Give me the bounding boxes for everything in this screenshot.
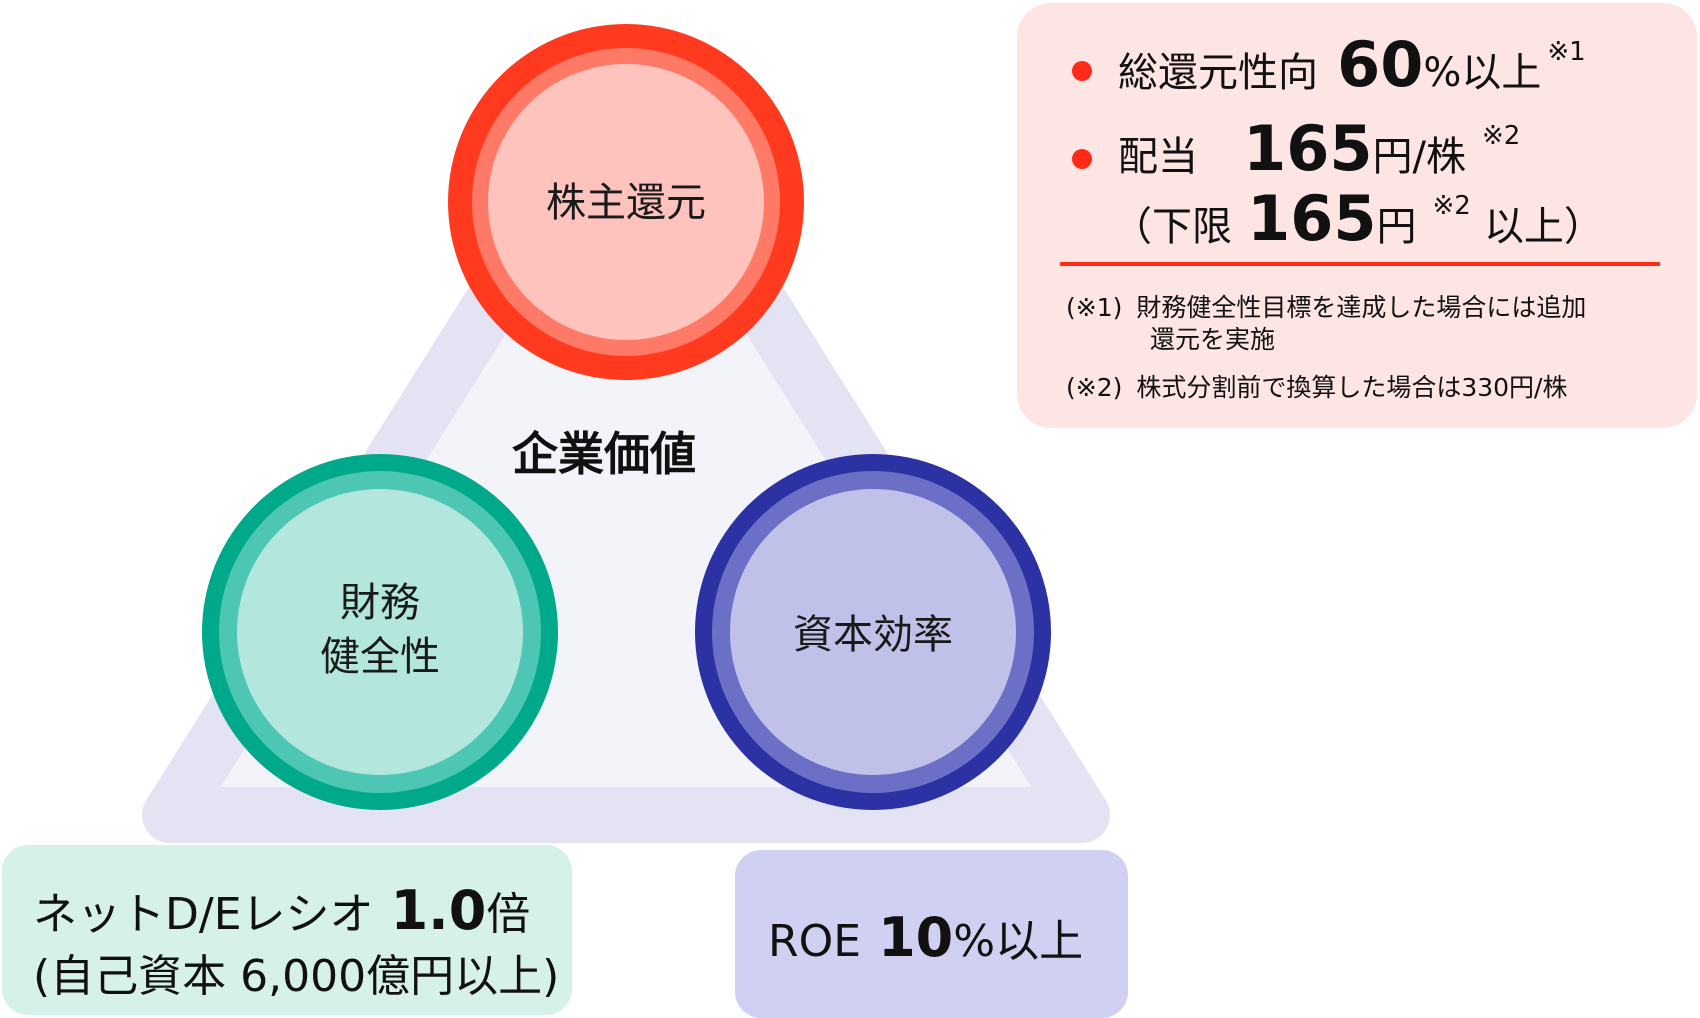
- shareholder-return-policy-box: [1017, 3, 1697, 428]
- footnote-1: (※1) 財務健全性目標を達成した場合には追加: [1066, 293, 1587, 322]
- capital-efficiency-label: 資本効率: [793, 612, 953, 658]
- roe-target-line: ROE 10%以上: [768, 906, 1084, 969]
- net-de-ratio-line: ネットD/Eレシオ 1.0倍: [33, 879, 531, 942]
- shareholder-return-label: 株主還元: [546, 180, 706, 226]
- financial-health-circle: [202, 454, 558, 810]
- capital-efficiency-circle: [695, 454, 1051, 810]
- capital-efficiency-target-box: [735, 850, 1128, 1018]
- financial-health-label: 財務 健全性: [320, 580, 440, 680]
- financial-health-target-box: [2, 845, 572, 1015]
- dividend-line: 配当 165円/株※2: [1118, 112, 1521, 185]
- shareholder-return-circle: [448, 24, 804, 380]
- dividend-floor-line: （下限 165円※2 以上）: [1112, 182, 1604, 255]
- footnote-2: (※2) 株式分割前で換算した場合は330円/株: [1066, 373, 1568, 402]
- divider-line: [1060, 262, 1660, 266]
- corporate-value-label: 企業価値: [512, 427, 696, 481]
- bullet-icon: [1072, 61, 1092, 81]
- payout-ratio-line: 総還元性向 60%以上※1: [1118, 28, 1586, 101]
- footnote-1-continued: 還元を実施: [1150, 325, 1276, 354]
- bullet-icon: [1072, 149, 1092, 169]
- equity-requirement-line: (自己資本 6,000億円以上): [33, 951, 560, 1002]
